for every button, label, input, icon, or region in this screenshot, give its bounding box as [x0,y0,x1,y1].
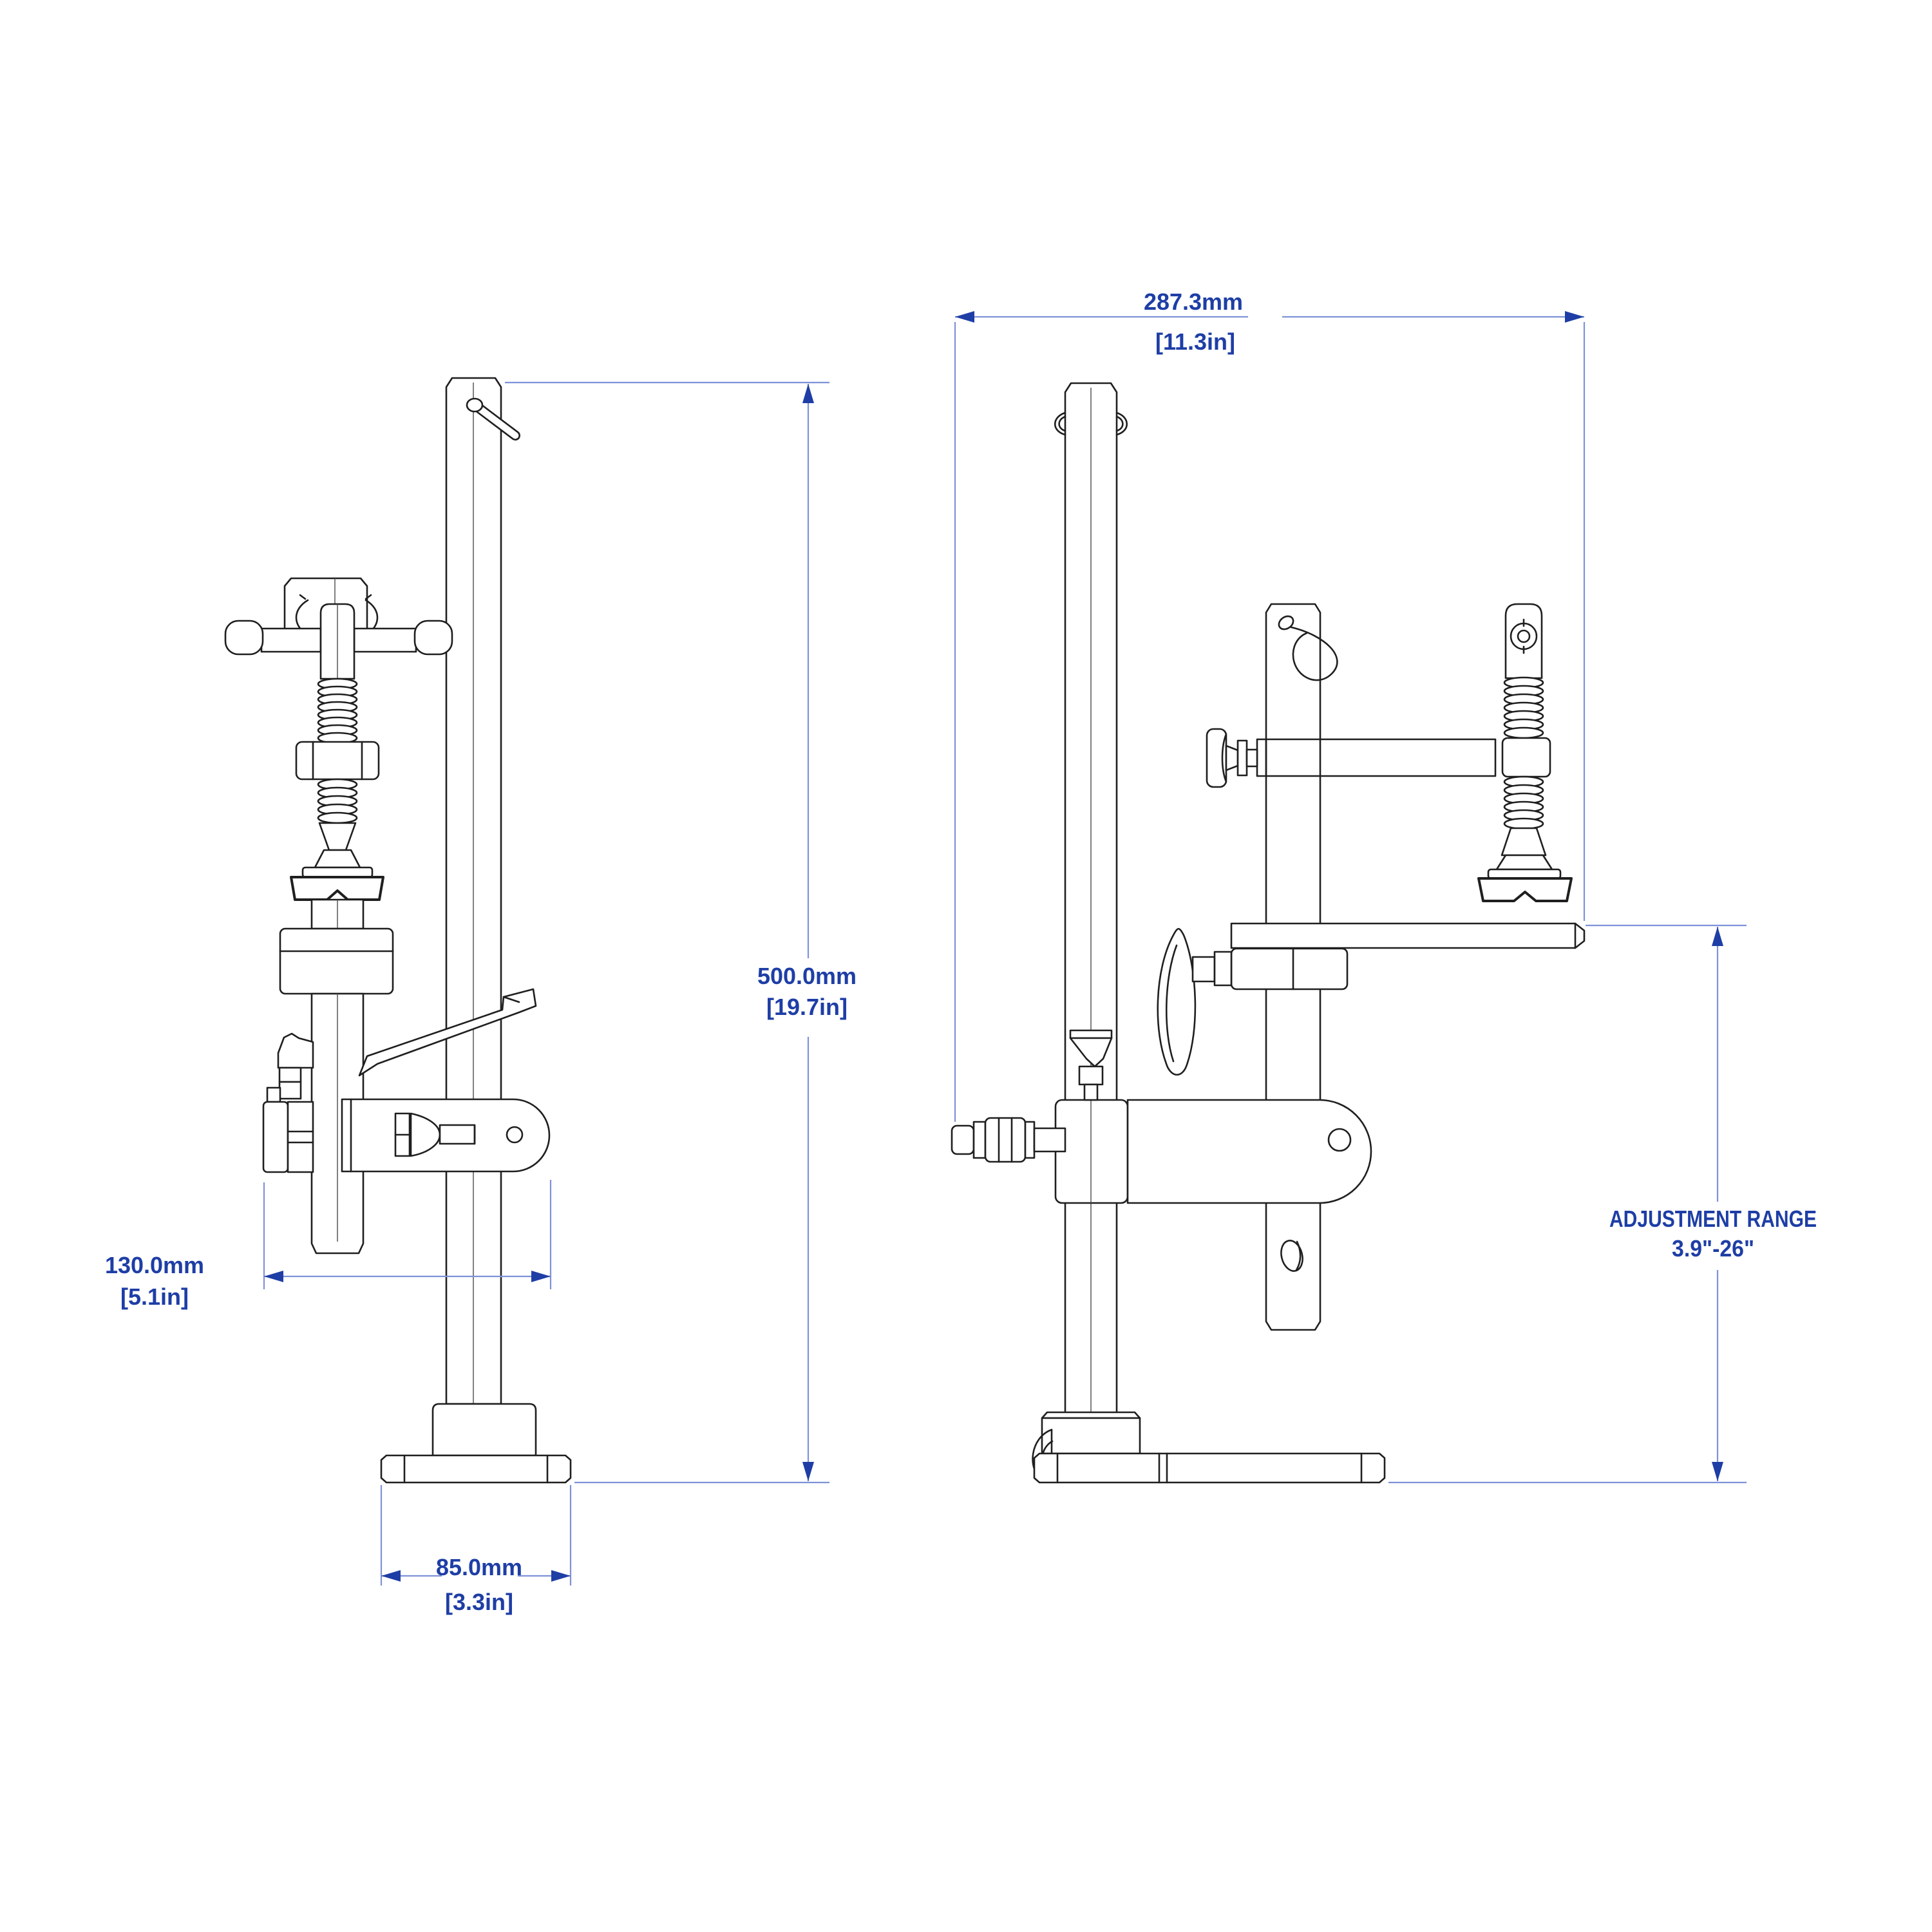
dimension-clamp-offset: 130.0mm [5.1in] [105,1180,552,1310]
clamp-offset-metric-label: 130.0mm [105,1252,204,1278]
overall-width-metric-label: 287.3mm [1144,289,1243,315]
front-jaw-blocks [262,1101,314,1173]
pressure-pad [290,822,384,901]
clamp-offset-imperial-label: [5.1in] [120,1283,189,1310]
side-view [951,382,1586,1484]
side-cross-bar [1206,728,1497,788]
front-base [380,1403,572,1484]
side-pin-ears [1054,412,1128,436]
lower-spring [317,778,358,824]
front-clamp-screw-assembly [224,577,453,1255]
dimension-overall-height: 500.0mm [19.7in] [505,381,857,1484]
side-clamp-screw [1477,603,1573,902]
front-lock-lever [358,988,537,1077]
adjustment-range-label: ADJUSTMENT RANGE [1609,1206,1817,1232]
t-handle [224,603,453,680]
overall-width-imperial-label: [11.3in] [1155,328,1235,355]
dimension-base-width: 85.0mm [3.3in] [380,1485,572,1615]
clamp-column [279,898,394,1255]
front-retaining-pin [466,397,520,441]
upper-spring [317,677,358,744]
side-bracket-arm [1054,1099,1372,1204]
overall-height-imperial-label: [19.7in] [766,994,848,1020]
base-width-imperial-label: [3.3in] [445,1589,513,1615]
dimension-adjustment-range: ADJUSTMENT RANGE 3.9"-26" [1388,924,1817,1484]
hex-nut [295,741,380,781]
side-pressure-pad [1477,877,1573,902]
dimension-overall-width: 287.3mm [11.3in] [954,289,1586,1122]
adjustment-range-value: 3.9"-26" [1672,1235,1754,1262]
column-ring-pin [1278,615,1338,681]
side-lock-lever [1157,927,1233,1076]
side-cone-screw [1069,1029,1113,1101]
side-pole [1064,382,1118,1419]
overall-height-metric-label: 500.0mm [757,963,857,989]
front-ratchet-pawl [266,1032,314,1103]
front-bracket-arm [341,1098,551,1173]
tray-arm [1230,922,1586,990]
side-valve-knob [951,1117,1066,1163]
side-base [1032,1411,1386,1484]
side-lower-spring [1503,775,1544,830]
front-pole [445,377,502,1405]
screw-guide-block [1501,737,1551,778]
front-view [224,377,572,1484]
base-width-metric-label: 85.0mm [436,1554,522,1580]
side-upper-spring [1503,676,1544,739]
